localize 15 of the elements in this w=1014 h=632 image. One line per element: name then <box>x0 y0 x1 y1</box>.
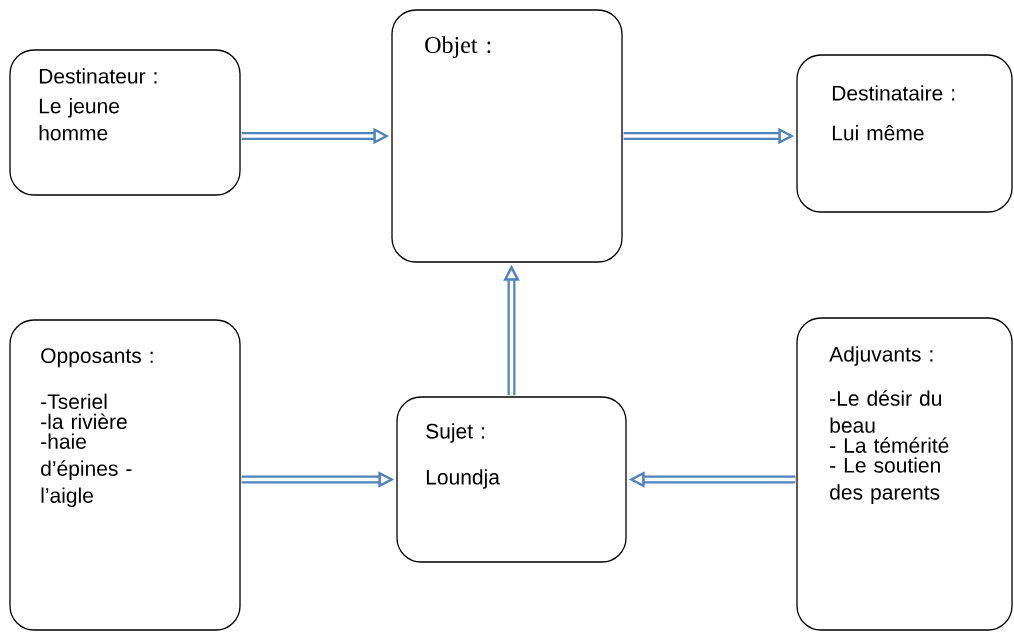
box-heading: Sujet : <box>426 423 484 443</box>
box-text: -Tseriel <box>41 393 107 410</box>
box-text: -la rivière <box>41 413 127 430</box>
box-text: -Le désir du beau <box>830 390 941 433</box>
box-heading: Adjuvants : <box>829 346 933 366</box>
box-heading: Objet : <box>425 36 491 58</box>
box-text: -haie d’épines - l’aigle <box>41 433 132 508</box>
box-heading: Destinateur : <box>39 68 157 84</box>
box-heading: Destinataire : <box>832 85 955 101</box>
box-text: - La témérité <box>830 437 949 453</box>
box-text: Le jeune homme <box>39 98 119 141</box>
box-text: Loundja <box>426 469 500 489</box>
box-text: Lui même <box>832 125 924 141</box>
box-heading: Opposants : <box>41 348 153 368</box>
box-text: - Le soutien des parents <box>830 457 940 504</box>
